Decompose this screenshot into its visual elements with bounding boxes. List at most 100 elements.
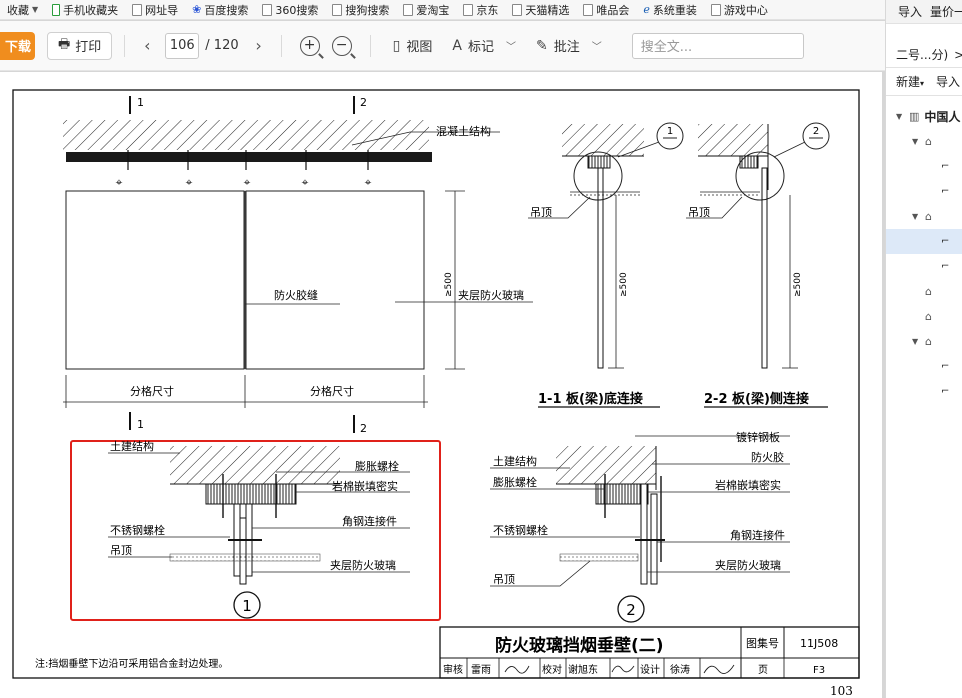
outline-item[interactable]: ⌂	[886, 279, 962, 304]
building-icon: ▥	[909, 110, 920, 123]
svg-text:⌖: ⌖	[244, 175, 251, 189]
bookmark-label: 唯品会	[596, 3, 630, 17]
d2-ceiling: 吊顶	[493, 573, 515, 586]
import-button[interactable]: 导入	[898, 5, 923, 19]
page-icon	[132, 3, 143, 16]
home-icon: ⌂	[925, 285, 932, 298]
new-button[interactable]: 新建▾	[896, 73, 924, 90]
designer-name: 徐涛	[670, 663, 690, 676]
bookmark-item[interactable]: 网址导	[125, 0, 185, 19]
tree-leaf-icon: ⌐	[941, 161, 950, 172]
outline-item[interactable]: ⌐	[886, 254, 962, 279]
chevron-down-icon: ﹀	[505, 42, 516, 53]
print-button[interactable]: 🖶 打印	[47, 31, 113, 60]
chevron-down-icon: ▼	[32, 5, 39, 14]
panel-header: 导入 量价一	[886, 0, 962, 24]
outline-item[interactable]: ⌐	[886, 179, 962, 204]
expand-down-icon[interactable]: ▼	[896, 112, 903, 121]
bookmark-item[interactable]: 游戏中心	[704, 0, 775, 19]
highlight-box	[70, 440, 441, 621]
tab-more[interactable]: >	[954, 48, 962, 62]
outline-item[interactable]: ⌐	[886, 379, 962, 404]
view-button[interactable]: ▯ 视图	[393, 36, 433, 56]
svg-text:⌖: ⌖	[302, 175, 309, 189]
page-icon	[403, 3, 414, 16]
bookmark-label: 天猫精选	[525, 3, 570, 17]
bookmark-item[interactable]: 360搜索	[255, 0, 325, 19]
next-page-button[interactable]: ›	[255, 36, 262, 55]
prev-page-button[interactable]: ‹	[144, 36, 151, 55]
section-mark-1-top: 1	[137, 96, 144, 109]
tree-leaf-icon: ⌐	[941, 361, 950, 372]
outline-item[interactable]: ⌐	[886, 229, 962, 254]
d2-ss-bolt: 不锈钢螺栓	[493, 523, 548, 537]
bookmark-item[interactable]: 手机收藏夹	[45, 0, 125, 19]
section-mark-2-bottom: 2	[360, 422, 367, 435]
drawing-title: 防火玻璃挡烟垂壁(二)	[495, 635, 664, 656]
bookmark-item[interactable]: 爱淘宝	[396, 0, 456, 19]
view-label: 视图	[406, 40, 433, 55]
quantity-button[interactable]: 量价一	[930, 5, 962, 19]
bookmarks-bar: 收藏 ▼ 手机收藏夹 网址导 ❀百度搜索 360搜索 搜狗搜索 爱淘宝 京东 天…	[0, 0, 885, 20]
annotate-button[interactable]: ✎ 批注 ﹀	[535, 36, 602, 56]
bookmark-item[interactable]: 天猫精选	[505, 0, 576, 19]
sheet-border	[12, 89, 860, 679]
page-icon	[262, 3, 273, 16]
download-button[interactable]: 下载	[0, 31, 35, 60]
atlas-number: 11J508	[800, 637, 838, 650]
title-block: 防火玻璃挡烟垂壁(二) 图集号 11J508 审核 雷雨 校对	[439, 626, 860, 679]
outline-item[interactable]: ▼▥中国人	[886, 104, 962, 129]
bookmark-item[interactable]: ❀百度搜索	[185, 0, 255, 19]
label-concrete: 混凝土结构	[436, 124, 491, 138]
outline-item[interactable]: ▼⌂	[886, 329, 962, 354]
outline-item[interactable]: ⌐	[886, 154, 962, 179]
toolbar-divider	[124, 34, 126, 57]
bookmark-label: 系统重装	[652, 3, 697, 17]
document-viewport[interactable]: ⌖⌖⌖⌖⌖ 混凝土结构 防火胶缝 夹层防火玻璃 ≥500	[0, 72, 885, 698]
bookmark-folder[interactable]: 收藏 ▼	[0, 0, 45, 19]
reader-toolbar: 下载 🖶 打印 ‹ 106 / 120 › + − ▯ 视图 A 标记 ﹀ ✎ …	[0, 21, 885, 71]
outline-item[interactable]: ▼⌂	[886, 129, 962, 154]
outline-item[interactable]: ▼⌂	[886, 204, 962, 229]
document-tab[interactable]: 二号...分) >	[886, 42, 962, 68]
reviewer-name: 雷雨	[471, 664, 491, 676]
d2-galvanized: 镀锌钢板	[736, 430, 780, 444]
expand-down-icon[interactable]: ▼	[912, 337, 919, 346]
mark-button[interactable]: A 标记 ﹀	[452, 36, 516, 56]
outline-item[interactable]: ⌐	[886, 354, 962, 379]
zoom-in-button[interactable]: +	[299, 35, 320, 56]
dim-gt500-a: ≥500	[444, 272, 454, 297]
chevron-down-icon: ▾	[920, 79, 925, 88]
mark-label: 标记	[467, 40, 494, 55]
design-label: 设计	[640, 663, 660, 676]
page-icon	[583, 3, 594, 16]
glass-panel-right	[245, 190, 425, 370]
import-button-2[interactable]: 导入	[936, 75, 961, 89]
page-icon	[512, 3, 523, 16]
pen-icon: ✎	[535, 37, 548, 54]
d1-ceiling: 吊顶	[110, 544, 132, 557]
home-icon: ⌂	[925, 135, 932, 148]
d1-civil: 土建结构	[110, 439, 154, 453]
page-total: / 120	[205, 38, 239, 53]
bookmark-item[interactable]: 唯品会	[576, 0, 636, 19]
dim-grid-size-a: 分格尺寸	[130, 384, 174, 398]
d2-fire-glue: 防火胶	[751, 450, 784, 464]
dim-grid-size-b: 分格尺寸	[310, 384, 354, 398]
search-input[interactable]: 搜全文...	[631, 32, 804, 59]
page-number-input[interactable]: 106	[165, 32, 200, 59]
new-label: 新建	[896, 75, 921, 89]
label-ceiling-1: 吊顶	[530, 206, 552, 219]
bookmark-item[interactable]: 搜狗搜索	[325, 0, 396, 19]
expand-down-icon[interactable]: ▼	[912, 212, 919, 221]
outline-item[interactable]: ⌂	[886, 304, 962, 329]
zoom-out-button[interactable]: −	[331, 35, 352, 56]
d2-rock-wool: 岩棉嵌填密实	[715, 478, 781, 492]
document-page-number: 103	[830, 684, 853, 698]
checker-signature	[611, 665, 635, 673]
svg-text:⌖: ⌖	[186, 175, 193, 189]
checker-name: 谢旭东	[568, 663, 598, 676]
expand-down-icon[interactable]: ▼	[912, 137, 919, 146]
bookmark-item[interactable]: 京东	[456, 0, 505, 19]
